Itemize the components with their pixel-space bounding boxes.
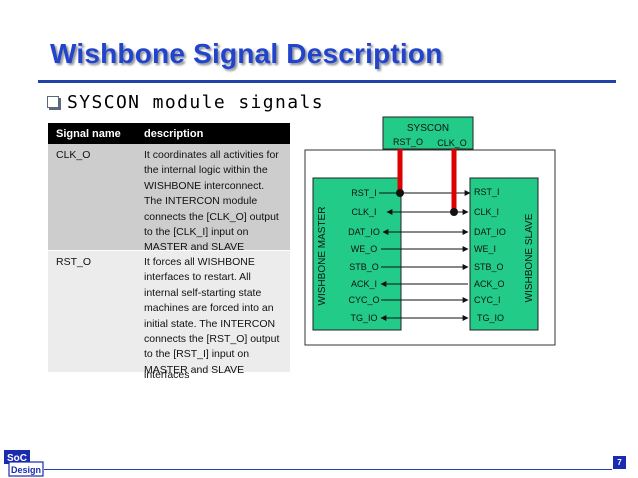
title-underline xyxy=(38,80,616,83)
master-signal-label: RST_I xyxy=(351,188,377,198)
rst-junction-dot xyxy=(396,189,404,197)
description-line: to the [CLK_I] input on xyxy=(144,226,249,239)
slave-signal-label: RST_I xyxy=(474,187,500,197)
footer-rule xyxy=(44,469,612,470)
master-signal-label: STB_O xyxy=(349,262,379,272)
slave-signal-label: CYC_I xyxy=(474,295,501,305)
interconnect-frame xyxy=(304,149,556,346)
description-overflow-text: interfaces xyxy=(144,369,190,381)
logo-text-design: Design xyxy=(11,465,41,475)
master-signal-label: CYC_O xyxy=(348,295,379,305)
description-line: MASTER and SLAVE xyxy=(144,241,245,254)
logo-bottom-block xyxy=(8,461,44,477)
slave-signal-label: DAT_IO xyxy=(474,227,506,237)
header-signal-name: Signal name xyxy=(56,128,121,140)
slide-title: Wishbone Signal Description xyxy=(50,38,443,69)
logo-top-block xyxy=(4,450,30,464)
syscon-rst-label: RST_O xyxy=(393,137,423,147)
bullet-square-icon xyxy=(47,96,59,108)
description-line: It coordinates all activities for xyxy=(144,149,279,161)
description-line: machines are forced into an xyxy=(144,302,274,315)
subtitle: SYSCON module signals xyxy=(67,92,324,113)
header-description: description xyxy=(144,128,204,140)
slave-signal-label: ACK_O xyxy=(474,279,505,289)
master-box xyxy=(312,177,402,331)
syscon-title: SYSCON xyxy=(407,123,449,134)
slave-signal-label: STB_O xyxy=(474,262,504,272)
master-signal-label: WE_O xyxy=(351,244,378,254)
page-number: 7 xyxy=(613,456,626,469)
master-title: WISHBONE MASTER xyxy=(317,207,328,306)
syscon-box xyxy=(382,116,474,150)
description-line: MASTER and SLAVE xyxy=(144,363,245,376)
description-line: It forces all WISHBONE xyxy=(144,256,255,268)
description-line: initial state. The INTERCON xyxy=(144,317,276,330)
description-line: the internal logic within the xyxy=(144,164,268,177)
master-signal-label: ACK_I xyxy=(351,279,377,289)
slave-box xyxy=(469,177,539,331)
master-signal-label: DAT_IO xyxy=(348,227,380,237)
logo-text-soc: SoC xyxy=(7,453,27,464)
description-cell: It forces all WISHBONE interfaces to res… xyxy=(144,255,288,378)
table-row: RST_O It forces all WISHBONE interfaces … xyxy=(48,251,290,376)
table-header: Signal name description xyxy=(48,123,290,144)
description-cell: It coordinates all activities for the in… xyxy=(144,148,288,256)
slave-title: WISHBONE SLAVE xyxy=(524,213,535,302)
clk-junction-dot xyxy=(450,208,458,216)
slave-signal-label: WE_I xyxy=(474,244,496,254)
slave-signal-label: CLK_I xyxy=(474,207,499,217)
signal-name-cell: RST_O xyxy=(56,256,92,268)
description-line: interfaces to restart. All xyxy=(144,271,251,284)
table-row: CLK_O It coordinates all activities for … xyxy=(48,144,290,253)
master-signal-label: TG_IO xyxy=(350,313,377,323)
description-line: The INTERCON module xyxy=(144,195,258,208)
signal-name-cell: CLK_O xyxy=(56,149,91,161)
master-signal-label: CLK_I xyxy=(351,207,376,217)
soc-design-logo: SoC Design xyxy=(4,450,44,477)
description-line: to the [RST_I] input on xyxy=(144,348,250,361)
description-line: WISHBONE interconnect. xyxy=(144,179,265,192)
description-line: connects the [CLK_O] output xyxy=(144,210,279,223)
description-line: connects the [RST_O] output xyxy=(144,333,280,346)
slave-signal-label: TG_IO xyxy=(477,313,504,323)
syscon-clk-label: CLK_O xyxy=(437,138,467,148)
description-line: internal self-starting state xyxy=(144,286,262,299)
